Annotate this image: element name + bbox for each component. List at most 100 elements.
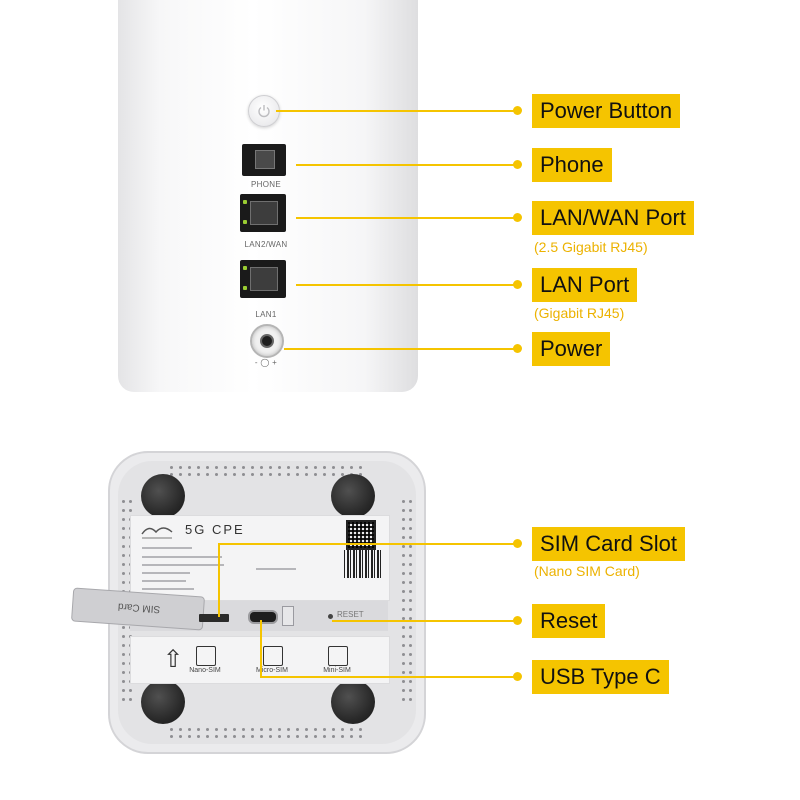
vent-hole bbox=[188, 735, 191, 738]
vent-hole bbox=[402, 527, 405, 530]
vent-hole bbox=[402, 581, 405, 584]
vent-hole bbox=[402, 518, 405, 521]
lan-led bbox=[243, 286, 247, 290]
lan-wan-jack bbox=[250, 201, 278, 225]
lan-leader bbox=[296, 284, 520, 286]
vent-hole bbox=[402, 626, 405, 629]
vent-hole bbox=[122, 509, 125, 512]
vent-hole bbox=[215, 473, 218, 476]
reset-button[interactable] bbox=[328, 614, 333, 619]
usb-leader-vertical bbox=[260, 620, 262, 677]
vent-hole bbox=[305, 466, 308, 469]
power-button[interactable] bbox=[248, 95, 280, 127]
vent-hole bbox=[197, 466, 200, 469]
vent-hole bbox=[122, 581, 125, 584]
vent-hole bbox=[287, 473, 290, 476]
label-text-line bbox=[142, 580, 186, 582]
vent-hole bbox=[332, 466, 335, 469]
vent-hole bbox=[215, 728, 218, 731]
usb-type-c-port[interactable] bbox=[248, 610, 278, 624]
vent-hole bbox=[179, 735, 182, 738]
vent-hole bbox=[409, 509, 412, 512]
reset-leader bbox=[332, 620, 520, 622]
vent-hole bbox=[269, 735, 272, 738]
lan-wan-callout: LAN/WAN Port bbox=[532, 201, 694, 235]
vent-hole bbox=[332, 728, 335, 731]
vent-hole bbox=[402, 653, 405, 656]
vent-hole bbox=[278, 473, 281, 476]
power-button-dot bbox=[513, 106, 522, 115]
vent-hole bbox=[409, 518, 412, 521]
vent-hole bbox=[305, 735, 308, 738]
vent-hole bbox=[402, 608, 405, 611]
vent-hole bbox=[409, 536, 412, 539]
lan-wan-port-label: LAN2/WAN bbox=[244, 240, 288, 249]
vent-hole bbox=[215, 735, 218, 738]
vent-hole bbox=[409, 554, 412, 557]
nano-sim-icon bbox=[196, 646, 216, 666]
sim-subtitle: (Nano SIM Card) bbox=[534, 563, 640, 579]
vent-hole bbox=[409, 590, 412, 593]
vent-hole bbox=[260, 735, 263, 738]
phone-port[interactable] bbox=[242, 144, 286, 176]
power-jack[interactable] bbox=[250, 324, 284, 358]
vent-hole bbox=[402, 635, 405, 638]
vent-hole bbox=[206, 466, 209, 469]
vent-hole bbox=[224, 466, 227, 469]
usb-callout: USB Type C bbox=[532, 660, 669, 694]
vent-hole bbox=[122, 545, 125, 548]
vent-hole bbox=[287, 728, 290, 731]
vent-hole bbox=[402, 599, 405, 602]
mini-sim-caption: Mini-SIM bbox=[323, 667, 351, 674]
vent-hole bbox=[305, 728, 308, 731]
lan-port-label: LAN1 bbox=[255, 310, 277, 319]
lan-wan-led bbox=[243, 200, 247, 204]
vent-hole bbox=[350, 735, 353, 738]
micro-sim-caption: Micro-SIM bbox=[256, 667, 288, 674]
lan-wan-subtitle: (2.5 Gigabit RJ45) bbox=[534, 239, 648, 255]
qr-code bbox=[346, 520, 376, 550]
vent-hole bbox=[179, 473, 182, 476]
label-text-line bbox=[142, 547, 192, 549]
sim-card-slot[interactable] bbox=[199, 614, 229, 622]
vent-hole bbox=[296, 728, 299, 731]
vent-hole bbox=[409, 635, 412, 638]
vent-hole bbox=[409, 653, 412, 656]
vent-hole bbox=[170, 735, 173, 738]
lan-wan-port[interactable] bbox=[240, 194, 286, 232]
vent-hole bbox=[287, 466, 290, 469]
vent-hole bbox=[314, 735, 317, 738]
label-text-line bbox=[142, 564, 224, 566]
lan-port[interactable] bbox=[240, 260, 286, 298]
vent-hole bbox=[251, 728, 254, 731]
vent-hole bbox=[305, 473, 308, 476]
label-text-line bbox=[256, 568, 296, 570]
vent-hole bbox=[242, 728, 245, 731]
side-switch bbox=[282, 606, 294, 626]
usb-dot bbox=[513, 672, 522, 681]
lan-callout: LAN Port bbox=[532, 268, 638, 302]
nano-sim-caption: Nano-SIM bbox=[189, 667, 221, 674]
vent-hole bbox=[402, 545, 405, 548]
barcode bbox=[344, 550, 382, 578]
vent-hole bbox=[122, 527, 125, 530]
vent-hole bbox=[278, 735, 281, 738]
vent-hole bbox=[402, 644, 405, 647]
vent-hole bbox=[197, 728, 200, 731]
lan-jack bbox=[250, 267, 278, 291]
reset-label: RESET bbox=[337, 610, 364, 619]
vent-hole bbox=[197, 735, 200, 738]
vent-hole bbox=[122, 689, 125, 692]
usb-leader bbox=[260, 676, 520, 678]
vent-hole bbox=[402, 554, 405, 557]
vent-hole bbox=[409, 599, 412, 602]
lan-wan-leader bbox=[296, 217, 520, 219]
phone-dot bbox=[513, 160, 522, 169]
vent-hole bbox=[409, 671, 412, 674]
vent-hole bbox=[359, 728, 362, 731]
arrow-up-icon: ⇧ bbox=[163, 646, 184, 673]
rubber-foot bbox=[331, 474, 375, 518]
vent-hole bbox=[287, 735, 290, 738]
vent-hole bbox=[242, 735, 245, 738]
vent-hole bbox=[122, 554, 125, 557]
